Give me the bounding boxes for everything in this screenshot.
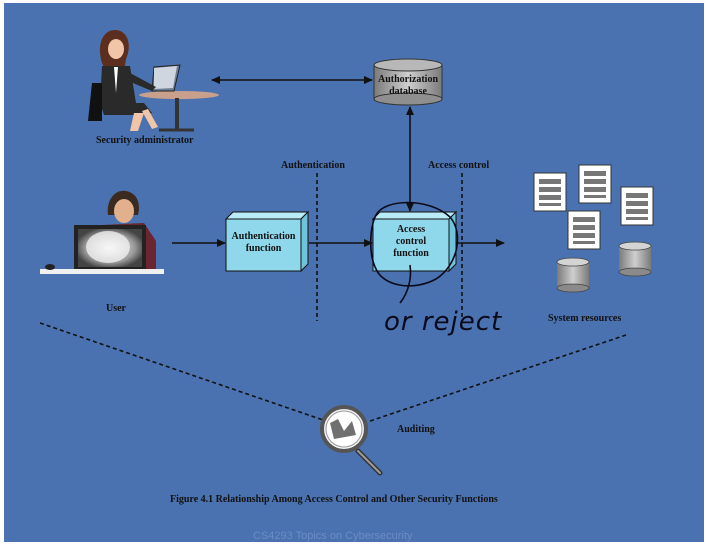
footer-course-title: CS4293 Topics on Cybersecurity <box>253 530 413 542</box>
slide: Security administrator User Authenticati… <box>4 3 704 542</box>
security-administrator-illustration <box>88 29 219 132</box>
magnifier-icon <box>320 405 383 476</box>
authentication-function-line2: function <box>245 243 282 254</box>
access-control-function-line2: control <box>395 236 427 247</box>
user-label: User <box>106 303 126 314</box>
storage-cylinder-icon <box>618 241 652 277</box>
handwritten-or-reject: or reject <box>384 307 503 337</box>
access-control-function-line1: Access <box>396 224 426 235</box>
authorization-database-line2: database <box>389 86 427 97</box>
auditing-line-left <box>39 322 327 422</box>
system-resources-illustration <box>533 164 654 293</box>
document-icon <box>620 186 654 226</box>
auditing-line-right <box>369 334 627 422</box>
security-administrator-label: Security administrator <box>96 135 194 146</box>
diagram-canvas <box>39 29 654 476</box>
access-control-region-label: Access control <box>428 160 490 171</box>
authentication-function-label: Authentication function <box>222 231 305 255</box>
authentication-region-label: Authentication <box>281 160 345 171</box>
authentication-function-line1: Authentication <box>231 231 296 242</box>
document-icon <box>567 210 601 250</box>
access-control-function-line3: function <box>393 248 429 259</box>
storage-cylinder-icon <box>556 257 590 293</box>
document-icon <box>578 164 612 204</box>
figure-caption: Figure 4.1 Relationship Among Access Con… <box>170 494 498 505</box>
user-illustration <box>40 190 164 274</box>
authorization-database-shape <box>373 58 443 106</box>
authorization-database-label: Authorization database <box>374 74 442 98</box>
system-resources-label: System resources <box>548 313 622 324</box>
handwritten-annotation-marks <box>369 201 459 304</box>
document-icon <box>533 172 567 212</box>
access-control-function-label: Access control function <box>373 224 449 260</box>
access-control-function-box <box>371 210 458 273</box>
authentication-function-box <box>224 210 310 273</box>
authorization-database-line1: Authorization <box>378 74 438 85</box>
auditing-label: Auditing <box>397 424 435 435</box>
